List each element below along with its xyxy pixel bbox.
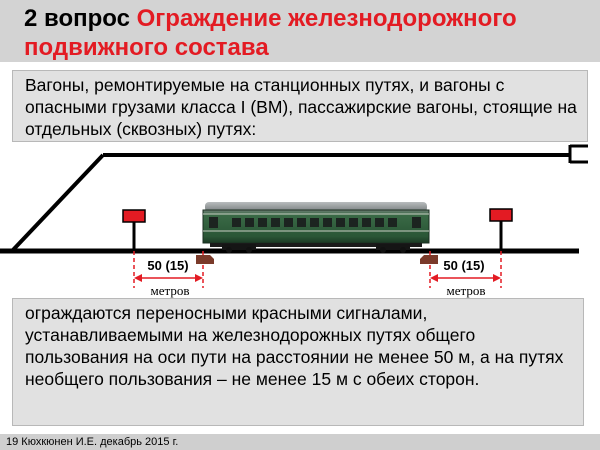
track-diagram: 50 (15) метров 50 (15) метров <box>0 144 588 298</box>
turnout-diagonal <box>10 153 105 253</box>
title-number: 2 вопрос <box>24 5 130 32</box>
right-signal-icon <box>489 208 513 251</box>
buffer-stop-icon <box>568 144 588 164</box>
rule-text-box: ограждаются переносными красными сигнала… <box>12 298 584 426</box>
left-shoe-icon <box>196 255 214 264</box>
title-bar: 2 вопрос Ограждение железнодорожного под… <box>0 0 600 62</box>
left-distance-marker <box>133 251 214 288</box>
intro-text: Вагоны, ремонтируемые на станционных пут… <box>25 75 577 139</box>
footer: 19 Кюхкюнен И.Е. декабрь 2015 г. <box>0 434 600 450</box>
right-distance-marker <box>420 251 502 288</box>
intro-text-box: Вагоны, ремонтируемые на станционных пут… <box>12 70 588 142</box>
right-shoe-icon <box>420 255 438 264</box>
slide-title: 2 вопрос Ограждение железнодорожного под… <box>24 4 594 62</box>
left-signal-icon <box>122 209 146 251</box>
title-main: Ограждение железнодорожного подвижного с… <box>24 5 517 61</box>
track-lines <box>0 153 579 254</box>
right-unit-label: метров <box>447 283 486 298</box>
footer-text: 19 Кюхкюнен И.Е. декабрь 2015 г. <box>6 436 179 448</box>
rule-text: ограждаются переносными красными сигнала… <box>25 303 564 389</box>
left-unit-label: метров <box>151 283 190 298</box>
passenger-wagon-icon <box>202 202 430 253</box>
right-distance-label: 50 (15) <box>443 258 484 273</box>
left-distance-label: 50 (15) <box>147 258 188 273</box>
